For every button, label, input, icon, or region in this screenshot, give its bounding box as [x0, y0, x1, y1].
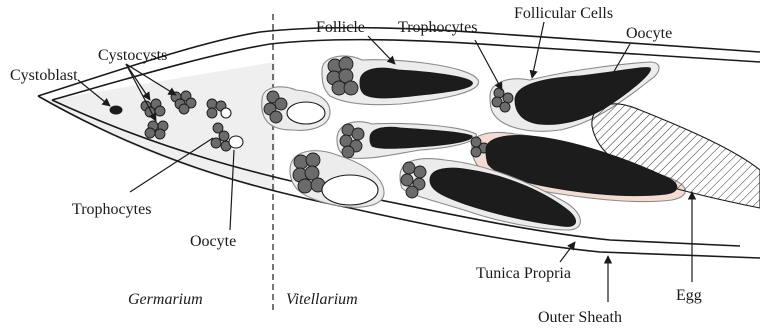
- cystocyst-cluster-4: [145, 121, 168, 139]
- label-cystoblast: Cystoblast: [10, 67, 78, 84]
- label-egg: Egg: [676, 287, 702, 304]
- label-cystocysts: Cystocysts: [98, 47, 167, 64]
- label-oocyte-right: Oocyte: [626, 25, 672, 42]
- label-trophocytes-top: Trophocytes: [398, 19, 477, 36]
- cystoblast-cell: [110, 106, 122, 114]
- follicular-cells-leader: [532, 22, 544, 78]
- label-oocyte-left: Oocyte: [190, 233, 236, 250]
- label-trophocytes-left: Trophocytes: [72, 201, 151, 218]
- follicle-3: [337, 122, 476, 159]
- label-tunica-propria: Tunica Propria: [476, 265, 571, 282]
- follicle-2: [322, 56, 479, 105]
- label-vitellarium: Vitellarium: [286, 291, 358, 308]
- label-germarium: Germarium: [128, 291, 203, 308]
- label-follicular-cells: Follicular Cells: [514, 5, 613, 22]
- tunica-propria-leader: [560, 242, 575, 262]
- label-outer-sheath: Outer Sheath: [538, 309, 622, 326]
- label-follicle: Follicle: [316, 19, 365, 36]
- follicle-1: [262, 87, 330, 131]
